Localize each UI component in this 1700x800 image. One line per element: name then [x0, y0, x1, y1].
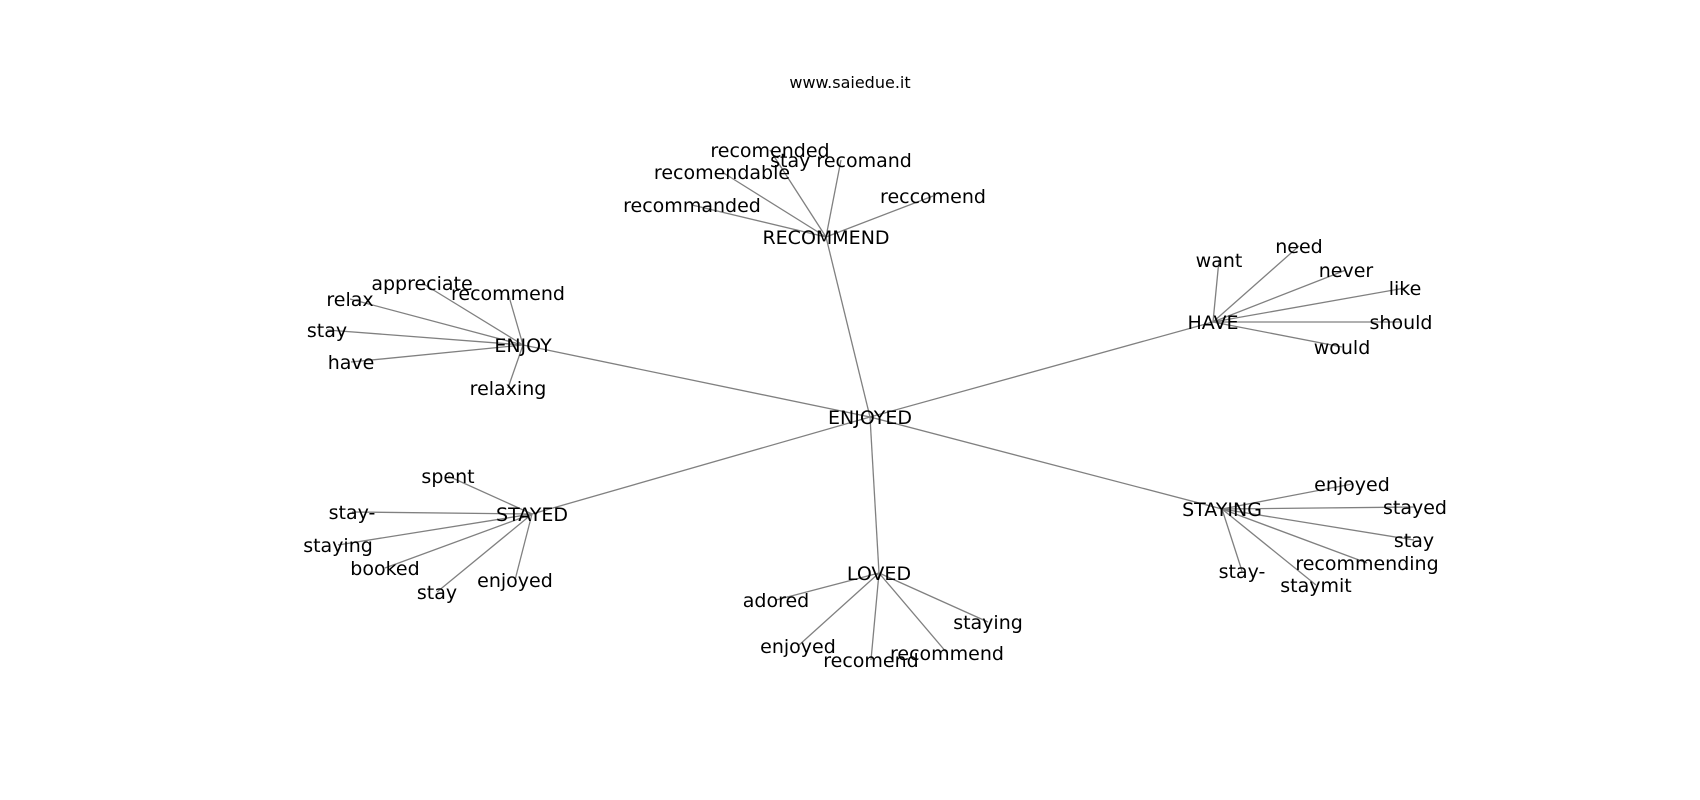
leaf-node-label: need [1275, 236, 1322, 258]
edge-hub-to-leaf [384, 513, 533, 569]
edge-hub-to-leaf [1221, 508, 1243, 572]
edge-hub-to-leaf [721, 171, 827, 238]
edge-hub-to-leaf [507, 292, 524, 346]
edge-hub-to-leaf [878, 572, 948, 654]
edge-hub-to-leaf [825, 195, 934, 238]
edge-hub-to-leaf [825, 159, 842, 238]
edge-hub-to-leaf [421, 282, 524, 346]
leaf-node-label: have [328, 352, 375, 374]
edge-hub-to-leaf [797, 572, 880, 647]
leaf-node-label: enjoyed [477, 570, 553, 592]
edge-hub-to-leaf [1212, 269, 1347, 323]
edge-hub-to-leaf [1212, 245, 1300, 323]
leaf-node-label: would [1314, 337, 1371, 359]
edge-hub-to-leaf [447, 475, 533, 515]
edge-hub-to-leaf [350, 344, 524, 363]
leaf-node-label: appreciate [371, 273, 472, 295]
edge-center-to-hub [522, 344, 871, 418]
edge-hub-to-leaf [507, 344, 524, 389]
leaf-node-label: stay [1394, 530, 1434, 552]
leaf-node-label: recommending [1295, 553, 1438, 575]
edge-hub-to-leaf [349, 298, 524, 346]
edge-hub-to-leaf [691, 204, 827, 238]
edge-hub-to-leaf [1221, 508, 1415, 541]
leaf-node-label: stay recomand [770, 150, 912, 172]
leaf-node-label: stay- [1219, 561, 1266, 583]
edge-center-to-hub [869, 416, 880, 574]
leaf-node-label: booked [350, 558, 419, 580]
leaf-node-label: recommend [451, 283, 565, 305]
edge-hub-to-leaf [1221, 506, 1416, 510]
edge-center-to-hub [531, 416, 871, 515]
hub-node-label: STAYED [496, 504, 568, 526]
edge-hub-to-leaf [1212, 321, 1343, 348]
site-title: www.saiedue.it [789, 73, 910, 92]
edge-center-to-hub [869, 321, 1214, 418]
leaf-node-label: enjoyed [1314, 474, 1390, 496]
leaf-node-label: recommend [890, 643, 1004, 665]
graph-edges [326, 149, 1416, 661]
leaf-node-label: staying [953, 612, 1023, 634]
leaf-node-label: adored [743, 590, 809, 612]
leaf-node-label: like [1389, 278, 1422, 300]
edge-hub-to-leaf [326, 329, 524, 346]
leaf-node-label: want [1196, 250, 1243, 272]
hub-node-label: LOVED [847, 563, 911, 585]
edge-center-to-hub [825, 236, 871, 418]
leaf-node-label: recomended [710, 140, 829, 162]
leaf-node-label: recomend [823, 650, 918, 672]
leaf-node-label: stay [417, 582, 457, 604]
leaf-node-label: stayed [1383, 497, 1447, 519]
edge-hub-to-leaf [769, 149, 827, 238]
edge-hub-to-leaf [1221, 508, 1368, 564]
leaf-node-label: relax [326, 289, 373, 311]
leaf-node-label: never [1319, 260, 1374, 282]
leaf-node-label: relaxing [470, 378, 547, 400]
edge-hub-to-leaf [514, 513, 533, 581]
hub-node-label: ENJOY [494, 335, 552, 357]
edge-hub-to-leaf [878, 572, 989, 623]
leaf-node-label: staying [303, 535, 373, 557]
hub-node-label: STAYING [1182, 499, 1262, 521]
leaf-node-label: spent [421, 466, 474, 488]
edge-hub-to-leaf [351, 511, 533, 515]
leaf-node-label: enjoyed [760, 636, 836, 658]
edge-hub-to-leaf [870, 572, 880, 661]
leaf-node-label: recomendable [654, 162, 790, 184]
leaf-node-label: stay- [329, 502, 376, 524]
edge-hub-to-leaf [1212, 259, 1220, 323]
edge-hub-to-leaf [436, 513, 533, 593]
edge-center-to-hub [869, 416, 1223, 510]
leaf-node-label: recommanded [623, 195, 761, 217]
edge-hub-to-leaf [1221, 483, 1353, 510]
hub-node-label: HAVE [1187, 312, 1238, 334]
center-node-label: ENJOYED [828, 407, 912, 429]
edge-hub-to-leaf [775, 572, 880, 601]
edge-hub-to-leaf [1212, 287, 1406, 323]
leaf-node-label: should [1370, 312, 1433, 334]
leaf-node-label: reccomend [880, 186, 986, 208]
edge-hub-to-leaf [1221, 508, 1317, 586]
hub-node-label: RECOMMEND [762, 227, 889, 249]
leaf-node-label: stay [307, 320, 347, 342]
leaf-node-label: staymit [1280, 575, 1351, 597]
edge-hub-to-leaf [337, 513, 533, 546]
